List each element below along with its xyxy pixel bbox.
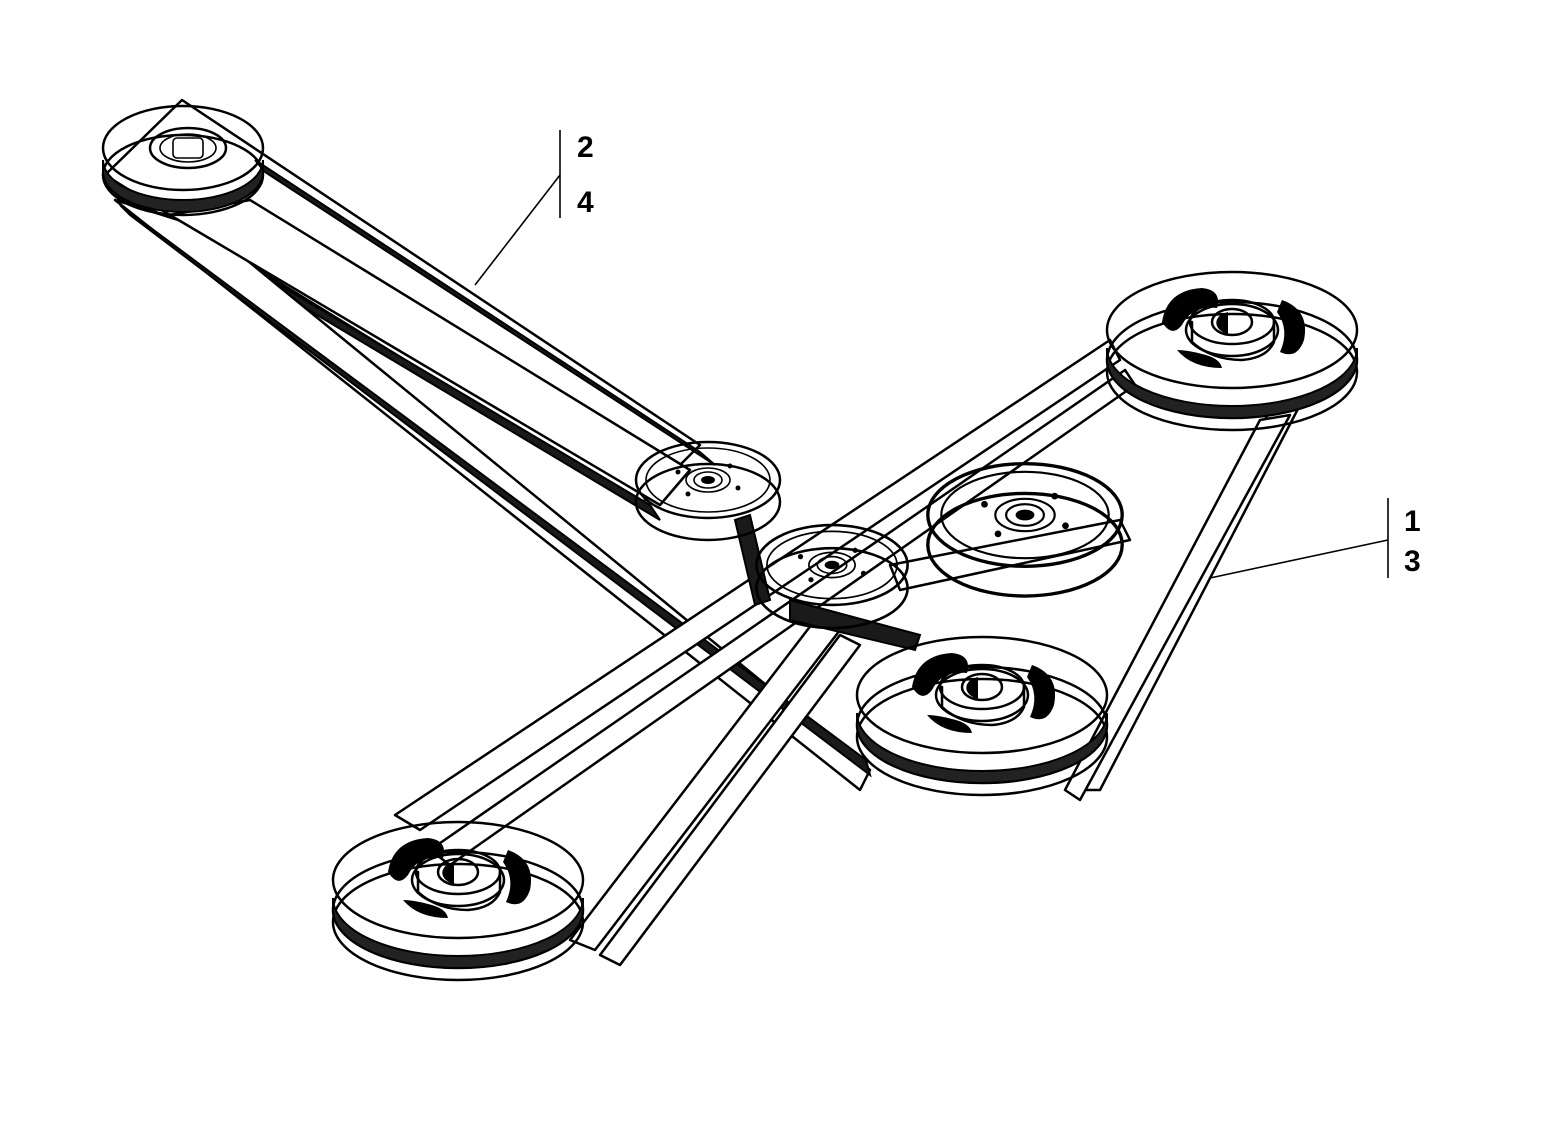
callout-label-4: 4 xyxy=(577,186,594,219)
callout-label-1: 1 xyxy=(1404,505,1421,538)
callout-label-2: 2 xyxy=(577,131,594,164)
spindle-pulley-center xyxy=(855,635,1109,797)
callout-group-right: 1 3 xyxy=(1209,498,1421,579)
pulley-top-left xyxy=(101,104,265,217)
spindle-pulley-right xyxy=(1105,270,1359,432)
callout-label-3: 3 xyxy=(1404,545,1421,578)
callout-group-top-left: 2 4 xyxy=(474,130,594,286)
